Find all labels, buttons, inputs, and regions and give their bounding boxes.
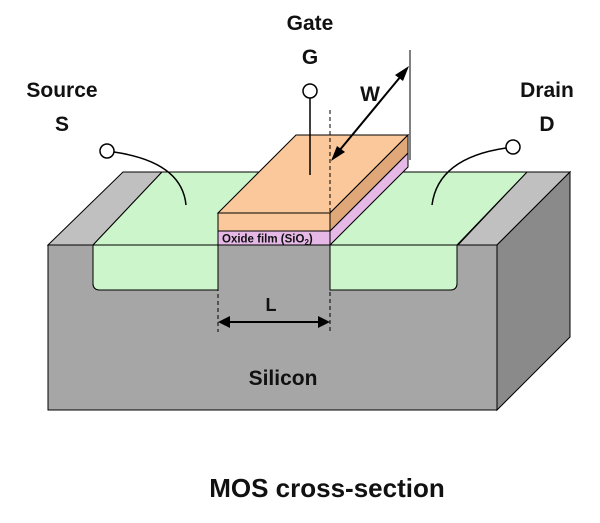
length-label: L xyxy=(266,295,277,315)
source-lead xyxy=(113,151,187,206)
oxide-film-label: Oxide film (SiO2) xyxy=(222,234,313,248)
drain-region xyxy=(328,171,529,291)
silicon-substrate xyxy=(46,170,572,412)
length-dimension xyxy=(217,110,331,332)
source-letter: S xyxy=(55,113,69,136)
drain-terminal-circle xyxy=(505,139,521,155)
length-arrowhead-left xyxy=(218,316,230,328)
drain-lead xyxy=(431,147,507,206)
width-arrow xyxy=(333,69,407,158)
width-arrowhead-bottom xyxy=(331,146,345,161)
source-terminal xyxy=(99,143,187,206)
diagram-caption: MOS cross-section xyxy=(209,473,445,503)
width-label: W xyxy=(360,83,380,106)
gate-terminal-circle xyxy=(302,83,318,99)
width-arrowhead-top xyxy=(395,66,409,81)
source-label: Source xyxy=(26,79,97,102)
drain-label: Drain xyxy=(520,79,574,102)
drain-region-front xyxy=(329,244,458,291)
gate-electrode xyxy=(216,133,410,233)
drain-terminal xyxy=(431,139,521,206)
source-terminal-circle xyxy=(99,143,115,159)
gate-electrode-front xyxy=(217,212,331,232)
drain-letter: D xyxy=(539,113,554,136)
gate-letter: G xyxy=(302,46,318,69)
source-region-front xyxy=(92,244,219,291)
length-arrowhead-right xyxy=(318,316,330,328)
gate-terminal xyxy=(302,83,318,175)
width-dimension xyxy=(331,50,411,161)
gate-label: Gate xyxy=(287,12,334,35)
silicon-label: Silicon xyxy=(249,367,318,390)
